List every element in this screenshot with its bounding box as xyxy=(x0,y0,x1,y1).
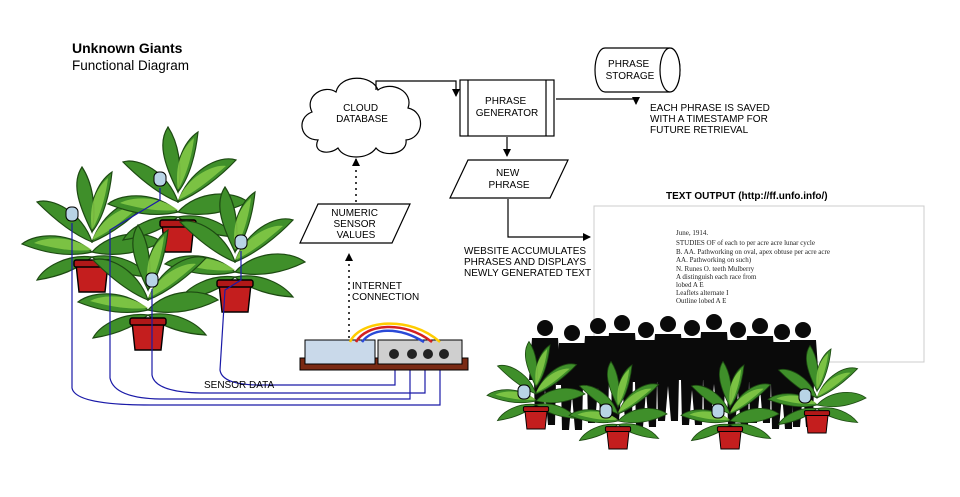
sensor-icon xyxy=(517,384,531,400)
sensor-icon xyxy=(153,171,167,187)
diagram-subtitle: Functional Diagram xyxy=(72,58,190,73)
svg-text:PHRASE STORAGE: PHRASE STORAGE xyxy=(606,59,655,82)
phrase-generator-node: PHRASE GENERATOR xyxy=(459,79,555,137)
output-line: B. AA. Pathworking on oval, apex obtuse … xyxy=(676,248,830,256)
plant-cluster xyxy=(21,126,306,351)
text-output-heading: TEXT OUTPUT (http://ff.unfo.info/) xyxy=(666,191,828,202)
output-line: Leaflets alternate I xyxy=(676,289,729,297)
output-line: lobed A E xyxy=(676,281,704,289)
output-line: STUDIES OF of each to per acre acre luna… xyxy=(676,239,815,247)
cloud-database-node: CLOUD DATABASE xyxy=(301,77,422,158)
generator-to-storage-arrow xyxy=(556,97,640,105)
sensor-data-label: SENSOR DATA xyxy=(204,380,275,391)
output-line: A distinguish each race from xyxy=(676,273,757,281)
internet-connection-label: INTERNET CONNECTION xyxy=(352,281,419,303)
svg-text:PHRASE GENERATOR: PHRASE GENERATOR xyxy=(476,96,538,119)
storage-note: EACH PHRASE IS SAVED WITH A TIMESTAMP FO… xyxy=(650,103,773,136)
sensor-icon xyxy=(234,234,248,250)
microcontroller-board-icon xyxy=(299,322,469,371)
phrase-storage-node: PHRASE STORAGE xyxy=(594,47,681,93)
svg-text:NUMERIC SENSOR VAL: NUMERIC SENSOR VALUES xyxy=(331,208,380,241)
svg-text:NEW PHRASE: NEW PHRASE xyxy=(488,168,529,191)
diagram-title: Unknown Giants xyxy=(72,40,183,56)
output-line: AA. Pathworking on such) xyxy=(676,256,752,264)
sensor-icon xyxy=(599,403,613,419)
new-phrase-to-output-arrow xyxy=(507,199,591,241)
output-line: Outline lobed A E xyxy=(676,297,726,305)
sensor-wires xyxy=(71,188,441,406)
sensor-icon xyxy=(711,403,725,419)
sensor-values-node: NUMERIC SENSOR VALUES xyxy=(299,203,411,244)
output-line: N. Runes O. teeth Mulberry xyxy=(676,265,755,273)
svg-text:CLOUD DATABASE: CLOUD DATABASE xyxy=(336,103,388,125)
sensor-icon xyxy=(145,272,159,288)
output-line: June, 1914. xyxy=(676,229,708,237)
sensor-icon xyxy=(798,388,812,404)
cloud-to-generator-arrow xyxy=(375,80,460,97)
new-phrase-node: NEW PHRASE xyxy=(449,159,569,199)
website-note: WEBSITE ACCUMULATES PHRASES AND DISPLAYS… xyxy=(464,246,591,279)
sensor-icon xyxy=(65,206,79,222)
